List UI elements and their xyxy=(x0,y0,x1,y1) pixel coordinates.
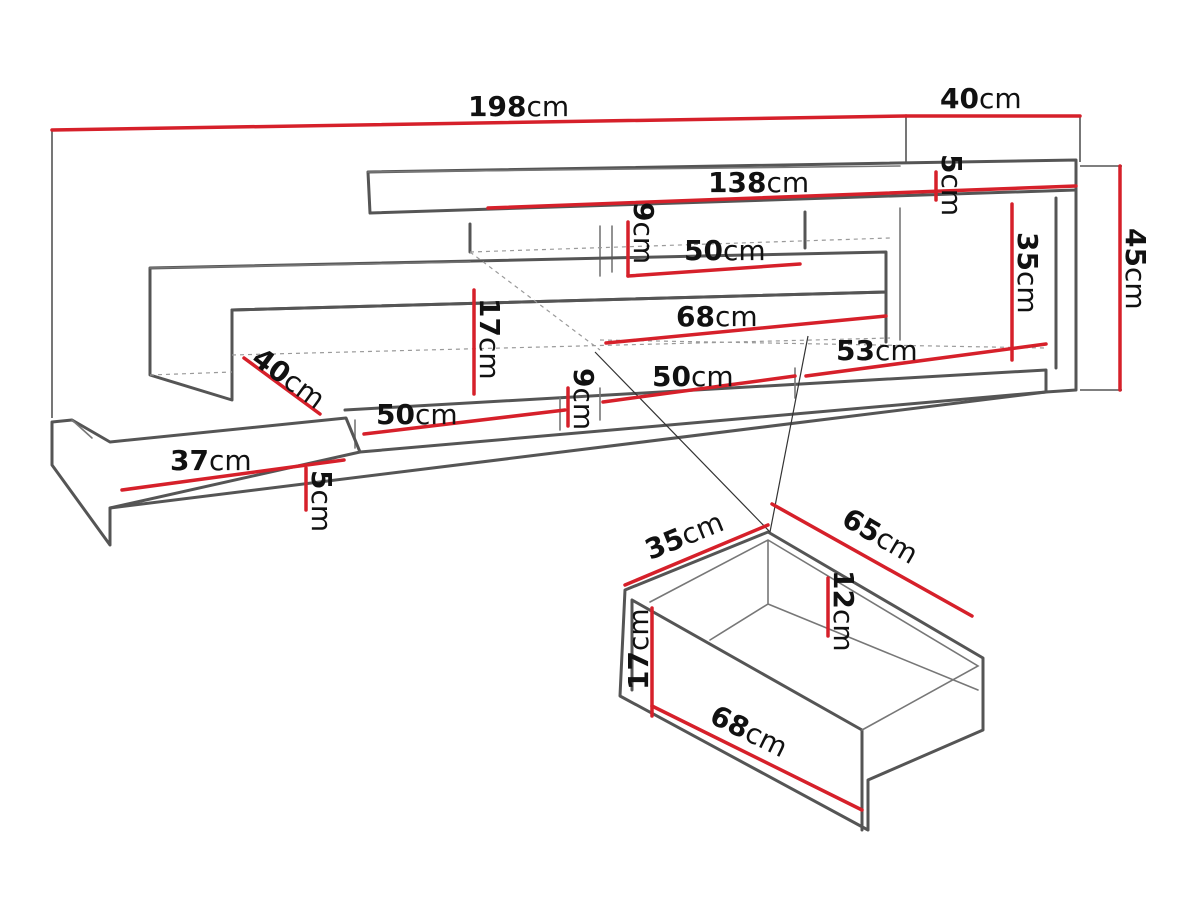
drawer-leader-lines xyxy=(594,335,809,533)
dim-line-drawer-68 xyxy=(650,704,864,812)
drawer-body xyxy=(618,530,985,832)
label-base-width: 37cm xyxy=(170,444,252,477)
dim-line-50-lower-mid xyxy=(601,374,797,404)
label-front-width: 68cm xyxy=(676,300,758,333)
dimension-labels: 198cm 40cm 45cm 138cm 5cm 9cm 50cm 35cm … xyxy=(170,82,1152,764)
label-cabinet-depth: 40cm xyxy=(246,341,331,416)
label-upper-gap-height: 9cm xyxy=(627,202,660,264)
dim-line-drawer-35 xyxy=(623,523,770,587)
label-top-shelf-width: 138cm xyxy=(708,166,809,199)
label-total-width: 198cm xyxy=(468,90,569,123)
tv-stand-outline xyxy=(50,116,1122,547)
label-lower-left-width: 50cm xyxy=(376,398,458,431)
label-lower-right-width: 53cm xyxy=(836,334,918,367)
label-cabinet-height: 17cm xyxy=(473,298,506,380)
dim-line-37 xyxy=(120,458,346,492)
label-total-depth: 40cm xyxy=(940,82,1022,115)
label-drawer-front-height: 17cm xyxy=(622,608,655,690)
base-front xyxy=(108,390,1048,510)
dim-line-drawer-65 xyxy=(770,502,974,618)
left-cabinet-top xyxy=(149,261,471,269)
dim-line-198 xyxy=(50,114,908,132)
label-total-height: 45cm xyxy=(1119,228,1152,310)
label-upper-niche-width: 50cm xyxy=(684,234,766,267)
label-lower-mid-width: 50cm xyxy=(652,360,734,393)
dim-line-53 xyxy=(804,342,1048,378)
label-right-open-height: 35cm xyxy=(1011,232,1044,314)
dim-line-68 xyxy=(604,314,888,345)
extension-lines xyxy=(51,116,1122,418)
right-side-panel xyxy=(1044,188,1078,394)
hidden-edges xyxy=(149,237,1047,376)
label-base-height: 5cm xyxy=(305,470,338,532)
base-plinth xyxy=(50,416,362,547)
dim-line-50-upper xyxy=(626,262,802,278)
dimension-lines xyxy=(50,114,1122,812)
label-top-shelf-thickness: 5cm xyxy=(935,154,968,216)
top-shelf-top-edge xyxy=(367,165,901,173)
label-drawer-depth: 35cm xyxy=(640,505,728,566)
dim-line-40-depth xyxy=(242,356,322,416)
drawer-inner xyxy=(649,539,980,731)
label-lower-gap-height: 9cm xyxy=(567,368,600,430)
dim-line-138 xyxy=(486,184,1078,210)
center-support-inner xyxy=(599,225,613,277)
center-support xyxy=(468,210,807,254)
lower-shelf-dividers xyxy=(354,367,796,449)
dim-line-50-lower-left xyxy=(362,408,567,436)
label-drawer-length: 65cm xyxy=(837,501,924,570)
drawer-outline xyxy=(594,335,985,832)
cabinet-front xyxy=(230,290,888,344)
base-plinth-top xyxy=(71,419,93,439)
label-drawer-inner-height: 12cm xyxy=(827,570,860,652)
